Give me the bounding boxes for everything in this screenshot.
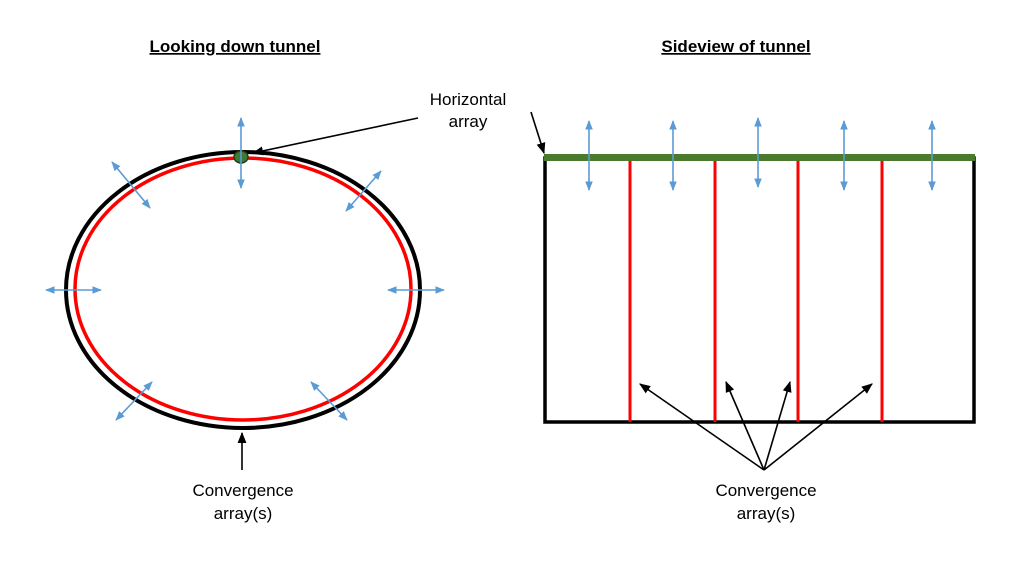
left-panel-title: Looking down tunnel xyxy=(150,37,321,56)
side-horizontal-pointer-arrow xyxy=(530,111,546,155)
convergence-pointer-arrow xyxy=(763,383,873,471)
convergence-pointer-arrow xyxy=(763,380,792,471)
left-convergence-label-line1: Convergence xyxy=(192,481,293,500)
side-movement-arrows xyxy=(585,117,936,191)
double-headed-arrow-icon xyxy=(310,381,348,421)
right-convergence-label-line1: Convergence xyxy=(715,481,816,500)
horizontal-array-pointer-arrow xyxy=(251,117,419,156)
convergence-array-ring xyxy=(73,156,413,422)
horizontal-array-bar xyxy=(544,154,975,161)
left-convergence-label-line2: array(s) xyxy=(214,504,273,523)
right-convergence-label-line2: array(s) xyxy=(737,504,796,523)
double-headed-arrow-icon xyxy=(345,170,382,212)
convergence-pointer-arrow xyxy=(725,380,765,471)
side-convergence-pointers xyxy=(639,380,873,471)
tunnel-outline-ellipse xyxy=(64,150,422,430)
left-movement-arrows xyxy=(45,117,445,421)
horizontal-array-label-line2: array xyxy=(449,112,488,131)
side-convergence-arrays xyxy=(628,161,884,422)
right-panel-title: Sideview of tunnel xyxy=(661,37,810,56)
double-headed-arrow-icon xyxy=(115,381,153,421)
convergence-pointer-arrow xyxy=(639,383,765,471)
right-panel: Sideview of tunnel Convergence array(s) xyxy=(530,37,976,523)
double-headed-arrow-icon xyxy=(111,161,151,209)
tunnel-side-outline xyxy=(543,156,976,424)
horizontal-array-label-line1: Horizontal xyxy=(430,90,507,109)
left-panel: Looking down tunnel Horizontal array Con… xyxy=(45,37,507,523)
